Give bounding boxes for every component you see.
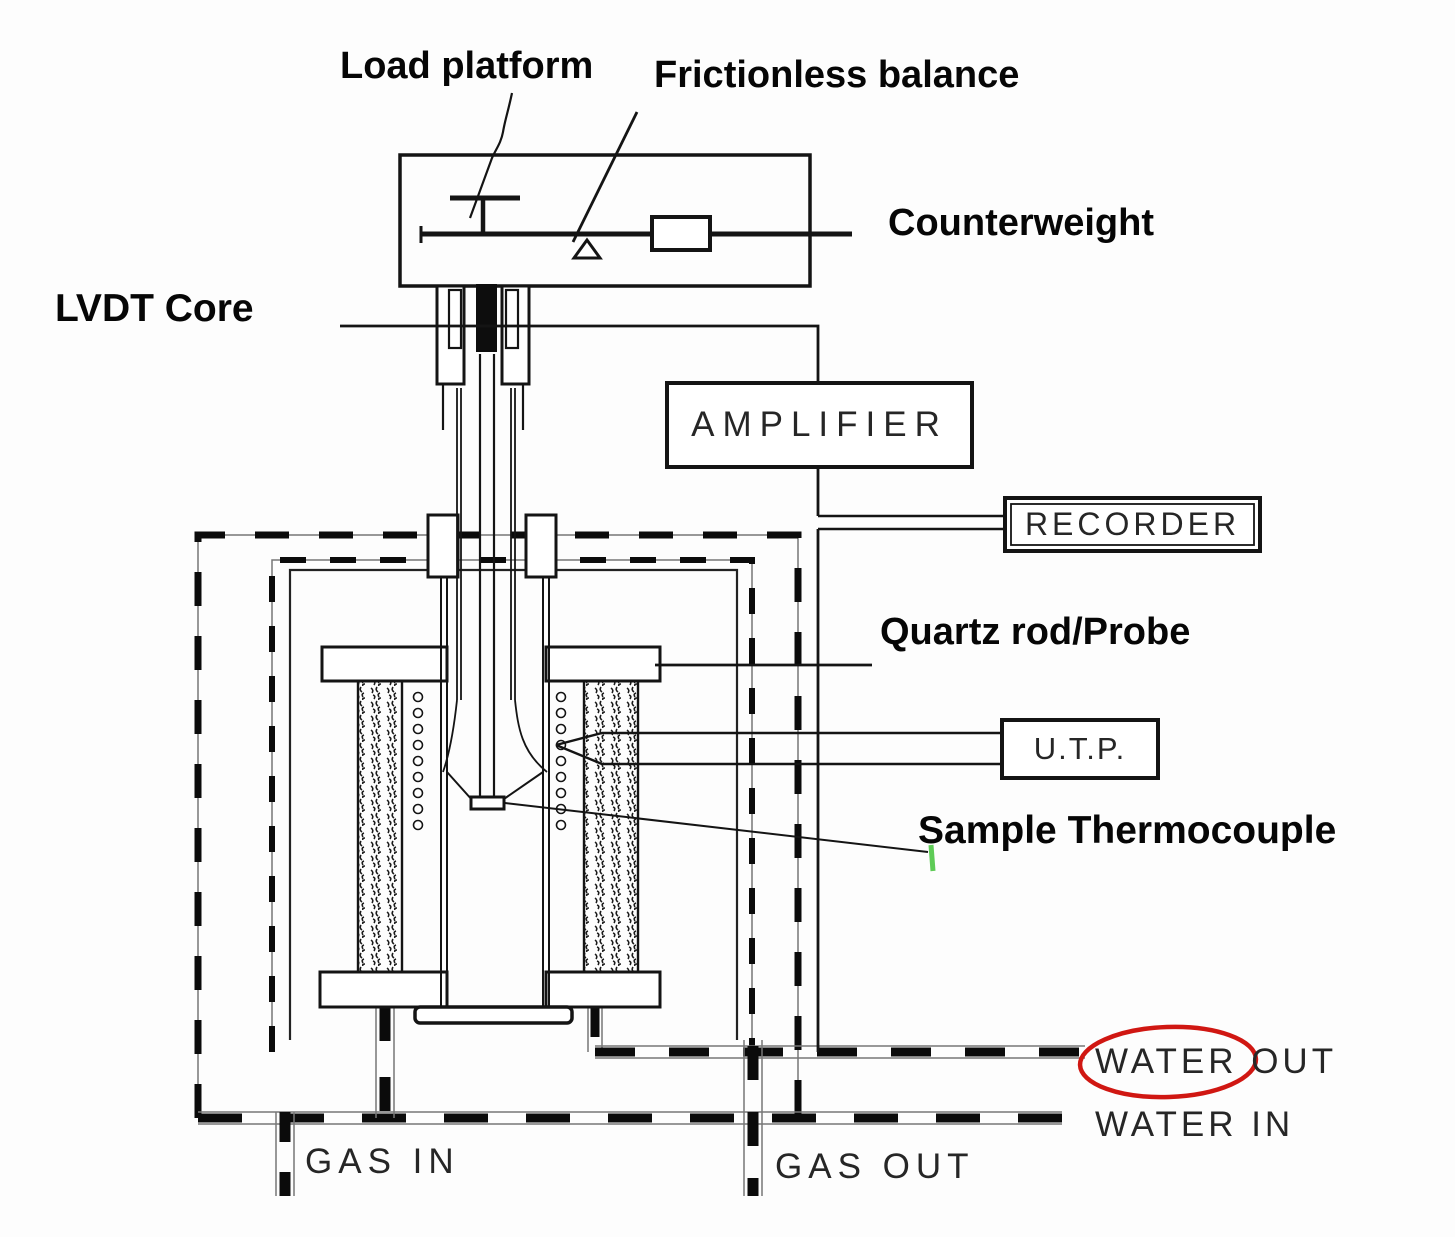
utp-box-label: U.T.P. xyxy=(1033,731,1127,766)
quartz-rod-probe-label: Quartz rod/Probe xyxy=(880,611,1191,653)
furnace-casing-solid-wall xyxy=(288,568,739,1040)
probe-foot xyxy=(469,795,506,811)
sample-thermocouple-pointer-line xyxy=(504,802,929,853)
green-artifact-mark xyxy=(928,844,936,872)
amplifier-recorder-wire xyxy=(816,467,1005,531)
water-in-label: WATER IN xyxy=(1095,1105,1295,1144)
load-platform-part xyxy=(450,195,520,232)
utp-box xyxy=(1000,718,1160,780)
left-winding-coil-dots xyxy=(412,691,424,831)
fulcrum-icon xyxy=(571,237,603,260)
amplifier-box-label: AMPLIFIER xyxy=(691,405,948,444)
load-platform-pointer-line xyxy=(468,92,514,219)
water-in-pipe xyxy=(198,1111,1062,1125)
sample-tube xyxy=(440,578,550,1007)
amplifier-box xyxy=(665,381,974,469)
sample-thermocouple-label: Sample Thermocouple xyxy=(918,809,1337,852)
water-out-label: WATER OUT xyxy=(1095,1042,1338,1081)
water-jacket-outer-wall xyxy=(194,531,802,1118)
balance-housing xyxy=(398,153,812,288)
water-out-pipe xyxy=(587,975,1085,1059)
frictionless-pointer-line xyxy=(571,111,639,243)
tube-collar xyxy=(426,513,558,579)
recorder-box-label: RECORDER xyxy=(1024,506,1241,542)
right-heater xyxy=(544,645,662,1009)
load-platform-label: Load platform xyxy=(340,45,594,87)
guide-tube xyxy=(441,384,548,773)
gas-in-label: GAS IN xyxy=(305,1142,460,1181)
balance-beam xyxy=(419,226,852,243)
lvdt-amplifier-wire xyxy=(340,324,820,383)
counterweight-box xyxy=(650,215,712,252)
red-highlight-ellipse xyxy=(1077,1024,1259,1100)
lvdt-core-label: LVDT Core xyxy=(55,287,254,330)
lvdt-assembly xyxy=(435,284,531,386)
gas-out-tube xyxy=(743,1040,763,1196)
recorder-box xyxy=(1003,496,1262,553)
utp-pointer-lines xyxy=(555,731,1002,766)
probe-rod xyxy=(469,354,506,811)
frictionless-balance-label: Frictionless balance xyxy=(654,54,1020,96)
furnace-casing-dashed-wall xyxy=(269,557,755,1052)
counterweight-label: Counterweight xyxy=(888,202,1154,244)
left-heater xyxy=(318,645,449,1009)
pedestal-base-plate xyxy=(413,1005,574,1025)
gas-out-label: GAS OUT xyxy=(775,1147,975,1186)
lvdt-core-bar xyxy=(476,284,497,352)
